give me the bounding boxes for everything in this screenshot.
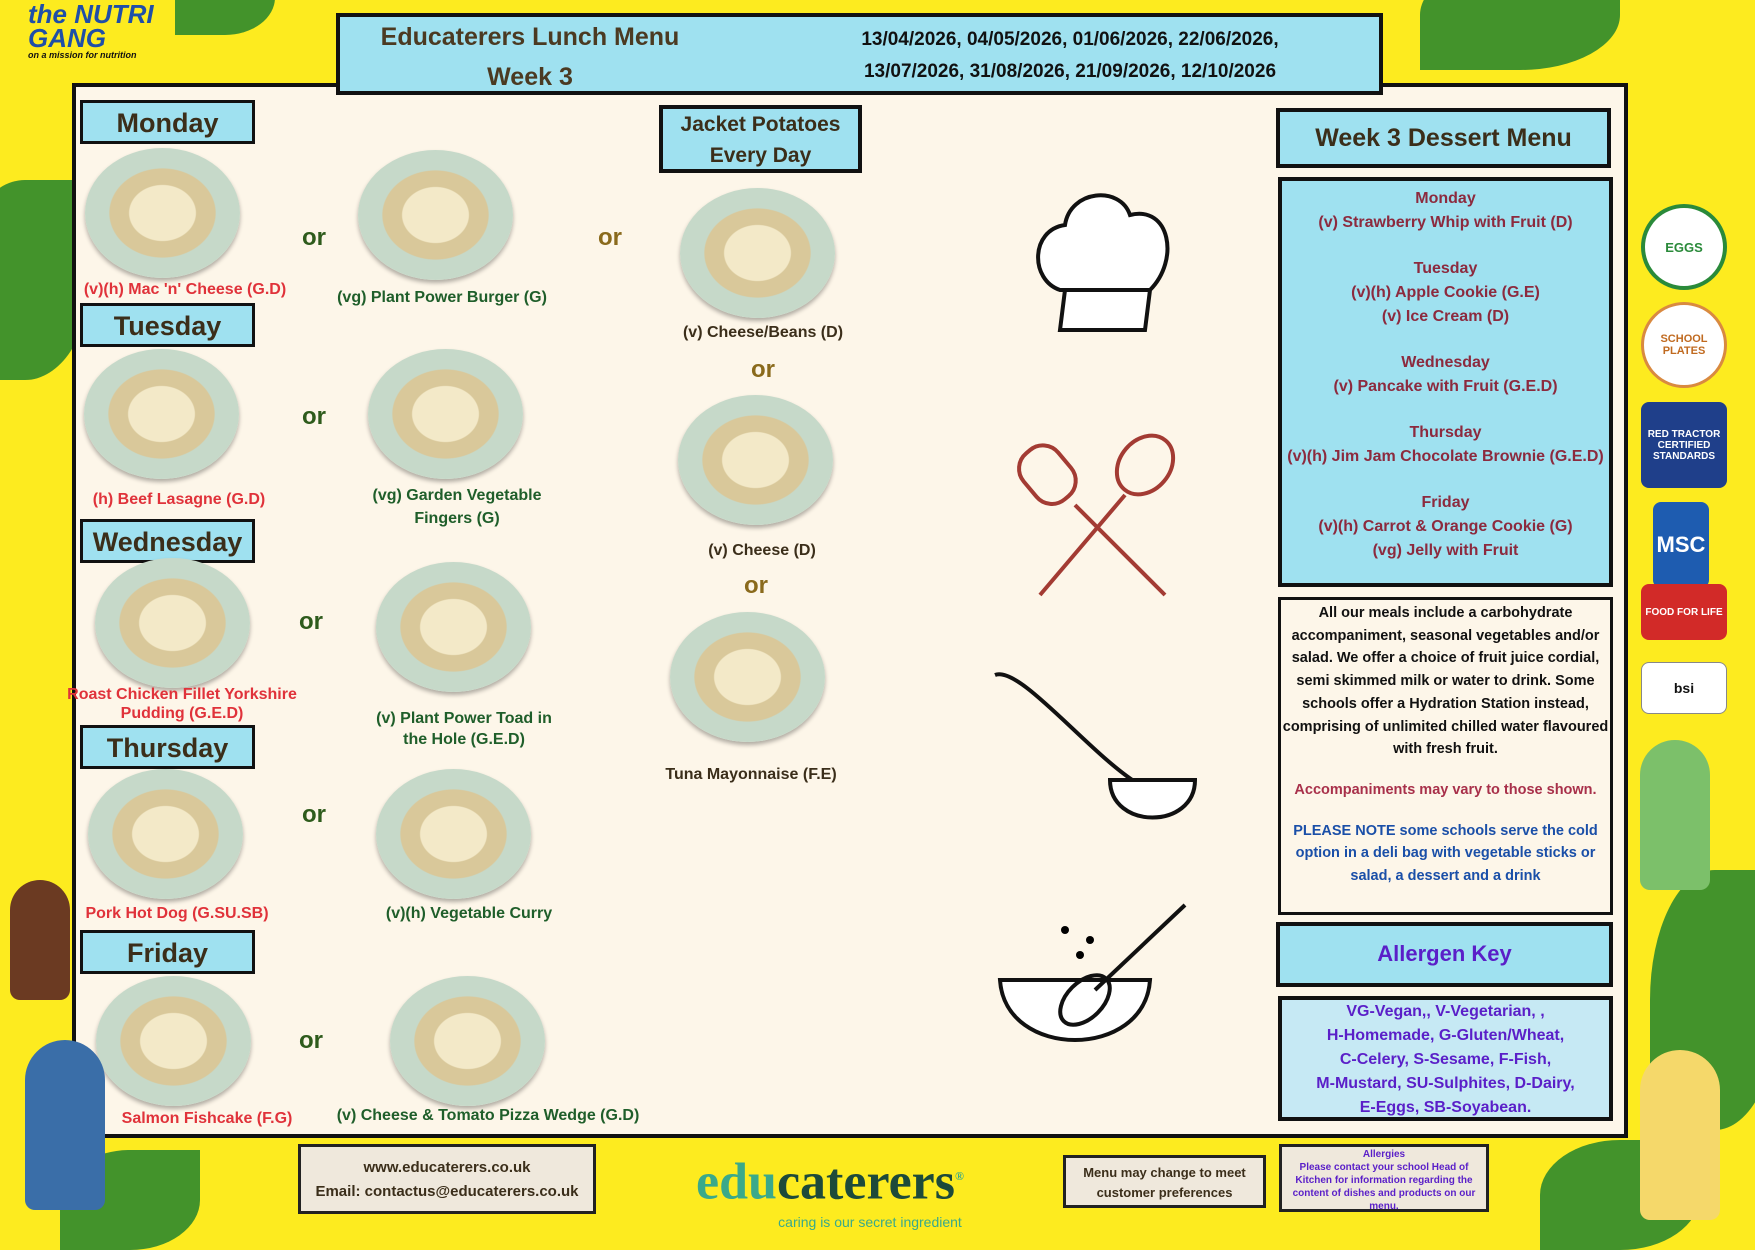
allergen-key-title: Allergen Key bbox=[1276, 922, 1613, 987]
jacket-title: Jacket Potatoes bbox=[680, 113, 841, 136]
contact-box: www.educaterers.co.uk Email: contactus@e… bbox=[298, 1144, 596, 1214]
menu-dates-line1: 13/04/2026, 04/05/2026, 01/06/2026, 22/0… bbox=[861, 29, 1279, 50]
monday-option1: (v)(h) Mac 'n' Cheese (G.D) bbox=[83, 281, 287, 298]
dish-image bbox=[96, 976, 251, 1106]
dish-image bbox=[85, 148, 240, 278]
or-label: or bbox=[751, 356, 775, 383]
dish-image bbox=[358, 150, 513, 280]
boy-character-illustration bbox=[25, 1040, 105, 1210]
dessert-menu-box: Monday (v) Strawberry Whip with Fruit (D… bbox=[1278, 177, 1613, 587]
allergen-line: M-Mustard, SU-Sulphites, D-Dairy, bbox=[1316, 1075, 1575, 1092]
dessert-item: (v)(h) Carrot & Orange Cookie (G) bbox=[1318, 518, 1573, 535]
dessert-day: Tuesday bbox=[1413, 260, 1478, 277]
accompaniments-note: Accompaniments may vary to those shown. bbox=[1294, 781, 1597, 798]
allergen-line: VG-Vegan,, V-Vegetarian, , bbox=[1346, 1003, 1545, 1020]
or-label: or bbox=[302, 403, 326, 430]
whisk-bowl-icon bbox=[997, 903, 1187, 1042]
allergies-text: Please contact your school Head of Kitch… bbox=[1292, 1162, 1476, 1212]
tuesday-option2: (vg) Garden Vegetable Fingers (G) bbox=[372, 487, 542, 527]
wednesday-option2: (v) Plant Power Toad in the Hole (G.E.D) bbox=[376, 710, 552, 748]
school-plates-badge: SCHOOL PLATES bbox=[1641, 302, 1727, 388]
menu-header: Educaterers Lunch Menu Week 3 13/04/2026… bbox=[336, 13, 1383, 95]
dish-image bbox=[670, 612, 825, 742]
dessert-item: (v) Strawberry Whip with Fruit (D) bbox=[1318, 214, 1573, 231]
tuesday-option1: (h) Beef Lasagne (G.D) bbox=[92, 491, 266, 508]
jacket-option: Tuna Mayonnaise (F.E) bbox=[665, 766, 837, 783]
dish-image bbox=[376, 562, 531, 692]
chef-hat-icon bbox=[1036, 193, 1170, 332]
menu-title: Educaterers Lunch Menu bbox=[380, 23, 680, 51]
dish-image bbox=[678, 395, 833, 525]
bsi-badge: bsi bbox=[1641, 662, 1727, 714]
meal-info-text: All our meals include a carbohydrate acc… bbox=[1282, 605, 1609, 758]
food-for-life-badge: FOOD FOR LIFE bbox=[1641, 584, 1727, 640]
friday-option1: Salmon Fishcake (F.G) bbox=[121, 1110, 293, 1127]
allergies-title: Allergies bbox=[1362, 1149, 1406, 1160]
dessert-item: (v)(h) Apple Cookie (G.E) bbox=[1351, 284, 1540, 301]
or-label: or bbox=[299, 1027, 323, 1054]
day-label-wednesday: Wednesday bbox=[80, 519, 255, 563]
dish-image bbox=[680, 188, 835, 318]
menu-change-note: Menu may change to meet customer prefere… bbox=[1063, 1155, 1266, 1208]
or-label: or bbox=[744, 572, 768, 599]
dessert-item: (v)(h) Jim Jam Chocolate Brownie (G.E.D) bbox=[1287, 448, 1604, 465]
dish-image bbox=[88, 769, 243, 899]
allergen-line: H-Homemade, G-Gluten/Wheat, bbox=[1326, 1027, 1565, 1044]
dessert-menu-title: Week 3 Dessert Menu bbox=[1276, 108, 1611, 168]
monday-option2: (vg) Plant Power Burger (G) bbox=[337, 289, 547, 306]
dish-image bbox=[95, 558, 250, 688]
friday-option2: (v) Cheese & Tomato Pizza Wedge (G.D) bbox=[336, 1107, 640, 1124]
dessert-item: (v) Pancake with Fruit (G.E.D) bbox=[1333, 378, 1558, 395]
educaterers-logo: educaterers® bbox=[696, 1153, 964, 1211]
dessert-item: (v) Ice Cream (D) bbox=[1381, 308, 1510, 325]
leaf-decoration bbox=[175, 0, 275, 35]
menu-week: Week 3 bbox=[487, 63, 573, 91]
day-label-monday: Monday bbox=[80, 100, 255, 144]
msc-badge: MSC bbox=[1653, 502, 1709, 588]
slogan: caring is our secret ingredient bbox=[778, 1214, 962, 1230]
or-label: or bbox=[299, 608, 323, 635]
jacket-potatoes-header: Jacket Potatoes Every Day bbox=[659, 105, 862, 173]
email-link[interactable]: Email: contactus@educaterers.co.uk bbox=[315, 1183, 579, 1200]
wednesday-option1: Roast Chicken Fillet Yorkshire Pudding (… bbox=[67, 686, 297, 722]
free-range-eggs-badge: EGGS bbox=[1641, 204, 1727, 290]
allergen-line: E-Eggs, SB-Soyabean. bbox=[1359, 1099, 1532, 1116]
dessert-item: (vg) Jelly with Fruit bbox=[1372, 542, 1519, 559]
dessert-day: Thursday bbox=[1409, 424, 1482, 441]
jacket-subtitle: Every Day bbox=[709, 144, 812, 167]
leaf-decoration bbox=[1420, 0, 1620, 70]
dish-image bbox=[376, 769, 531, 899]
dish-image bbox=[84, 349, 239, 479]
or-label: or bbox=[302, 224, 326, 251]
ladle-icon bbox=[994, 672, 1198, 820]
dish-image bbox=[368, 349, 523, 479]
allergies-box: Allergies Please contact your school Hea… bbox=[1279, 1144, 1489, 1212]
thursday-option1: Pork Hot Dog (G.SU.SB) bbox=[85, 905, 269, 922]
or-label: or bbox=[598, 224, 622, 251]
dessert-day: Wednesday bbox=[1401, 354, 1490, 371]
dessert-day: Monday bbox=[1415, 190, 1476, 207]
day-label-thursday: Thursday bbox=[80, 725, 255, 769]
scientist-character-illustration bbox=[1640, 1050, 1720, 1220]
website-link[interactable]: www.educaterers.co.uk bbox=[363, 1159, 531, 1176]
utensils-icon bbox=[1017, 433, 1176, 597]
dish-image bbox=[390, 976, 545, 1106]
day-label-friday: Friday bbox=[80, 930, 255, 974]
jacket-option: (v) Cheese (D) bbox=[708, 542, 816, 559]
allergen-line: C-Celery, S-Sesame, F-Fish, bbox=[1339, 1051, 1552, 1068]
girl-character-illustration bbox=[1640, 740, 1710, 890]
meal-info-box: All our meals include a carbohydrate acc… bbox=[1278, 597, 1613, 915]
red-tractor-badge: RED TRACTOR CERTIFIED STANDARDS bbox=[1641, 402, 1727, 488]
cold-option-note: PLEASE NOTE some schools serve the cold … bbox=[1293, 822, 1598, 885]
thursday-option2: (v)(h) Vegetable Curry bbox=[385, 905, 553, 922]
menu-dates-line2: 13/07/2026, 31/08/2026, 21/09/2026, 12/1… bbox=[863, 61, 1277, 82]
allergen-key-box: VG-Vegan,, V-Vegetarian, , H-Homemade, G… bbox=[1278, 996, 1613, 1121]
or-label: or bbox=[302, 801, 326, 828]
dessert-day: Friday bbox=[1421, 494, 1470, 511]
jacket-option: (v) Cheese/Beans (D) bbox=[682, 324, 844, 341]
day-label-tuesday: Tuesday bbox=[80, 303, 255, 347]
chef-character-illustration bbox=[10, 880, 70, 1000]
